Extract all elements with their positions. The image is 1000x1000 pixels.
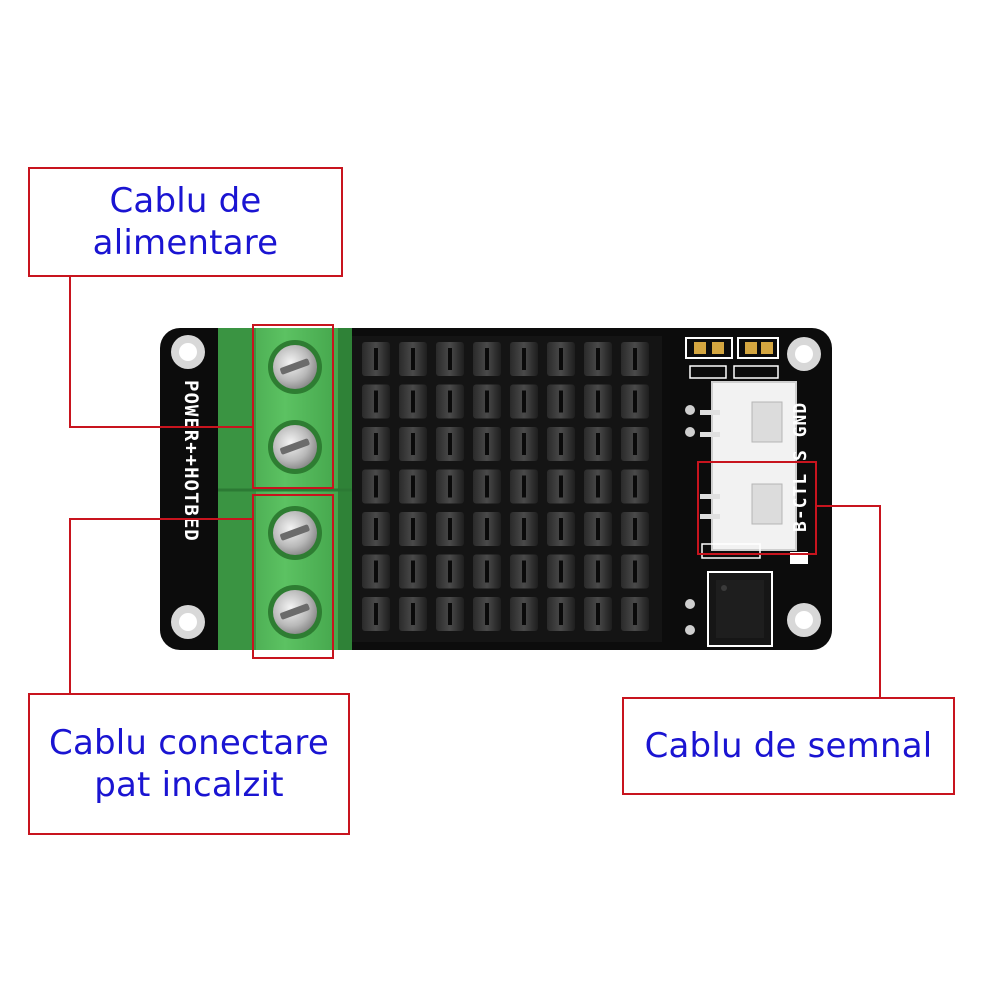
callout-power-cable: Cablu de alimentare	[28, 167, 343, 277]
heatsink-fin-slot	[485, 603, 489, 625]
heatsink-fin-slot	[485, 475, 489, 498]
heatsink-fin-slot	[374, 348, 378, 370]
heatsink-fin-slot	[559, 603, 563, 625]
heatsink-fin-slot	[411, 603, 415, 625]
heatsink-fin-slot	[448, 518, 452, 540]
heatsink-fin-slot	[411, 348, 415, 370]
heatsink-fin-slot	[411, 390, 415, 413]
optocoupler-chip	[707, 571, 773, 647]
heatsink-fin-slot	[411, 560, 415, 583]
callout-bed-line1: Cablu conectare	[49, 723, 329, 763]
heatsink-fin-slot	[485, 560, 489, 583]
heatsink-fin-slot	[448, 433, 452, 455]
heatsink-fin-slot	[559, 433, 563, 455]
heatsink-fin-slot	[559, 348, 563, 370]
mounting-hole-top-right	[787, 337, 821, 371]
heatsink-fin-slot	[374, 390, 378, 413]
heatsink-fin-slot	[411, 518, 415, 540]
signal-silkscreen: B-CTL S GND	[790, 402, 811, 532]
heatsink-fin-slot	[374, 560, 378, 583]
heatsink-fin-slot	[559, 475, 563, 498]
heatsink-fin-slot	[633, 433, 637, 455]
heatsink-fin-slot	[448, 348, 452, 370]
heatsink-fin-slot	[596, 560, 600, 583]
power-hotbed-silkscreen: POWER++HOTBED	[180, 380, 202, 542]
terminal-screw-power-minus	[268, 420, 322, 474]
heatsink-fin-slot	[633, 603, 637, 625]
heatsink-fin-slot	[596, 433, 600, 455]
heatsink-fin-slot	[559, 560, 563, 583]
leader-line-signal	[816, 505, 881, 697]
callout-bed-line2: pat incalzit	[94, 765, 284, 805]
heatsink-fin-slot	[522, 603, 526, 625]
callout-signal-label: Cablu de semnal	[644, 726, 933, 766]
heatsink-fin-slot	[374, 433, 378, 455]
heatsink-fin-slot	[522, 433, 526, 455]
mounting-hole-bottom-left	[171, 605, 205, 639]
callout-heated-bed-cable: Cablu conectare pat incalzit	[28, 693, 350, 835]
heatsink-fin-slot	[411, 433, 415, 455]
heatsink-fin-slot	[448, 475, 452, 498]
heatsink-fin-slot	[596, 475, 600, 498]
heatsink-fin-slot	[596, 390, 600, 413]
heatsink-fin-slot	[485, 433, 489, 455]
callout-power-line2: alimentare	[92, 223, 279, 263]
leader-line-hotbed	[69, 518, 253, 693]
heatsink-fin-slot	[374, 603, 378, 625]
heatsink-fin-slot	[633, 348, 637, 370]
highlight-signal-connector	[697, 461, 817, 555]
heatsink-fin-slot	[633, 390, 637, 413]
heatsink-fin-slot	[522, 518, 526, 540]
highlight-power-terminals	[252, 324, 334, 489]
leader-line-power	[69, 277, 253, 428]
heatsink-fin-slot	[633, 518, 637, 540]
heatsink-fin-slot	[448, 390, 452, 413]
heatsink-fin-slot	[485, 518, 489, 540]
callout-power-line1: Cablu de	[109, 181, 262, 221]
terminal-screw-power-plus	[268, 340, 322, 394]
heatsink-fin-slot	[411, 475, 415, 498]
mounting-hole-bottom-right	[787, 603, 821, 637]
heatsink-fin-slot	[374, 518, 378, 540]
terminal-screw-hotbed-plus	[268, 506, 322, 560]
heatsink-fin-slot	[374, 475, 378, 498]
heatsink-fin-slot	[448, 603, 452, 625]
callout-signal-cable: Cablu de semnal	[622, 697, 955, 795]
heatsink-fin-slot	[522, 560, 526, 583]
heatsink-fin-slot	[485, 348, 489, 370]
heatsink-fin-slot	[596, 603, 600, 625]
signal-connector	[700, 381, 797, 551]
heatsink-fin-slot	[596, 518, 600, 540]
mounting-hole-top-left	[171, 335, 205, 369]
heatsink	[352, 336, 662, 642]
heatsink-fin-slot	[522, 390, 526, 413]
heatsink-fin-slot	[559, 518, 563, 540]
heatsink-fin-slot	[633, 475, 637, 498]
heatsink-fin-slot	[448, 560, 452, 583]
heatsink-fin-slot	[522, 475, 526, 498]
jumper-pins	[685, 337, 779, 379]
heatsink-fin-slot	[485, 390, 489, 413]
terminal-screw-hotbed-minus	[268, 585, 322, 639]
heatsink-fin-slot	[596, 348, 600, 370]
heatsink-fin-slot	[522, 348, 526, 370]
heatsink-fin-slot	[633, 560, 637, 583]
heatsink-fin-slot	[559, 390, 563, 413]
highlight-hotbed-terminals	[252, 494, 334, 659]
